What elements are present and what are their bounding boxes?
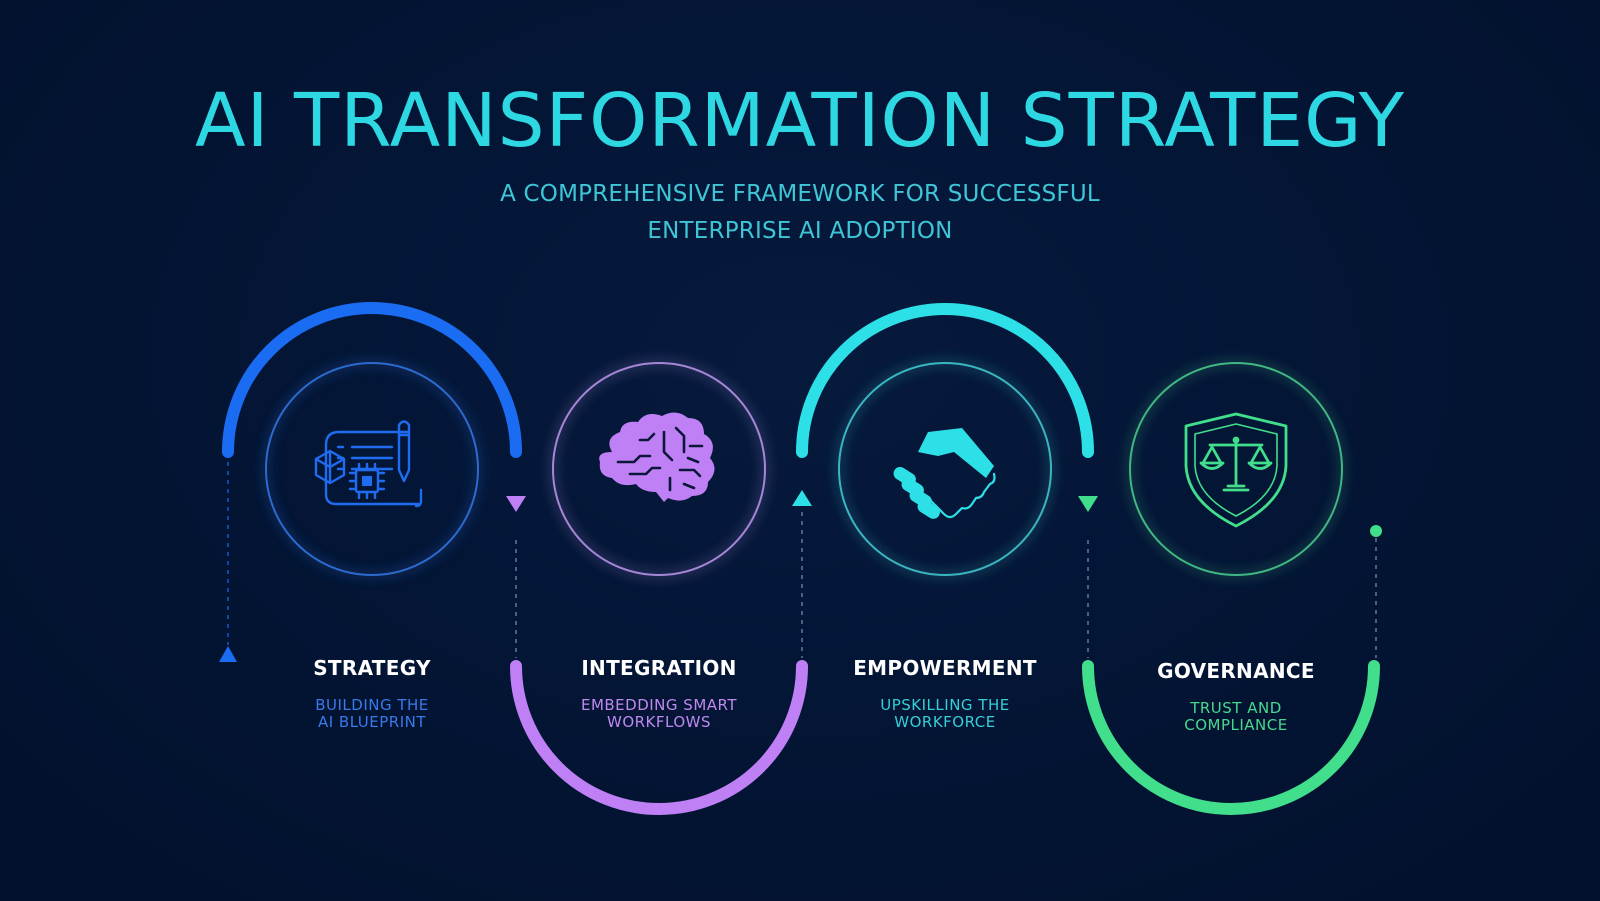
strategy-circle bbox=[265, 362, 479, 576]
shield-scales-icon bbox=[1184, 412, 1288, 528]
start-triangle-marker bbox=[219, 646, 237, 662]
empowerment-arc bbox=[796, 303, 1094, 458]
step-desc-governance: TRUST AND COMPLIANCE bbox=[1106, 700, 1366, 734]
brain-icon bbox=[599, 412, 715, 502]
empowerment-circle bbox=[838, 362, 1052, 576]
step-desc-strategy: BUILDING THE AI BLUEPRINT bbox=[242, 697, 502, 731]
step-desc-integration-line-2: WORKFLOWS bbox=[606, 713, 711, 731]
down-triangle-marker-green bbox=[1078, 496, 1098, 512]
step-desc-governance-line-1: TRUST AND bbox=[1190, 699, 1282, 717]
strategy-arc bbox=[222, 302, 522, 458]
subtitle-line-1: A COMPREHENSIVE FRAMEWORK FOR SUCCESSFUL bbox=[500, 181, 1100, 207]
step-desc-strategy-line-2: AI BLUEPRINT bbox=[317, 713, 427, 731]
handshake-icon bbox=[893, 428, 996, 519]
step-desc-integration: EMBEDDING SMART WORKFLOWS bbox=[529, 697, 789, 731]
step-desc-governance-line-2: COMPLIANCE bbox=[1184, 716, 1288, 734]
step-title-integration: INTEGRATION bbox=[581, 656, 737, 680]
integration-arc bbox=[510, 660, 808, 815]
end-dot-marker bbox=[1370, 525, 1382, 537]
step-title-governance: GOVERNANCE bbox=[1157, 659, 1315, 683]
blueprint-icon bbox=[314, 420, 423, 508]
step-desc-empowerment-line-1: UPSKILLING THE bbox=[880, 696, 1010, 714]
governance-arc bbox=[1082, 660, 1380, 815]
step-desc-integration-line-1: EMBEDDING SMART bbox=[580, 696, 738, 714]
subtitle-line-2: ENTERPRISE AI ADOPTION bbox=[647, 218, 953, 244]
page-subtitle: A COMPREHENSIVE FRAMEWORK FOR SUCCESSFUL… bbox=[0, 176, 1600, 250]
governance-circle bbox=[1129, 362, 1343, 576]
step-desc-empowerment: UPSKILLING THE WORKFORCE bbox=[815, 697, 1075, 731]
down-triangle-marker-purple bbox=[506, 496, 526, 512]
step-title-empowerment: EMPOWERMENT bbox=[853, 656, 1037, 680]
step-desc-strategy-line-1: BUILDING THE bbox=[315, 696, 429, 714]
step-title-strategy: STRATEGY bbox=[313, 656, 431, 680]
step-desc-empowerment-line-2: WORKFORCE bbox=[894, 713, 996, 731]
up-triangle-marker-cyan bbox=[792, 490, 812, 506]
integration-circle bbox=[552, 362, 766, 576]
page-title: AI TRANSFORMATION STRATEGY bbox=[195, 78, 1405, 164]
